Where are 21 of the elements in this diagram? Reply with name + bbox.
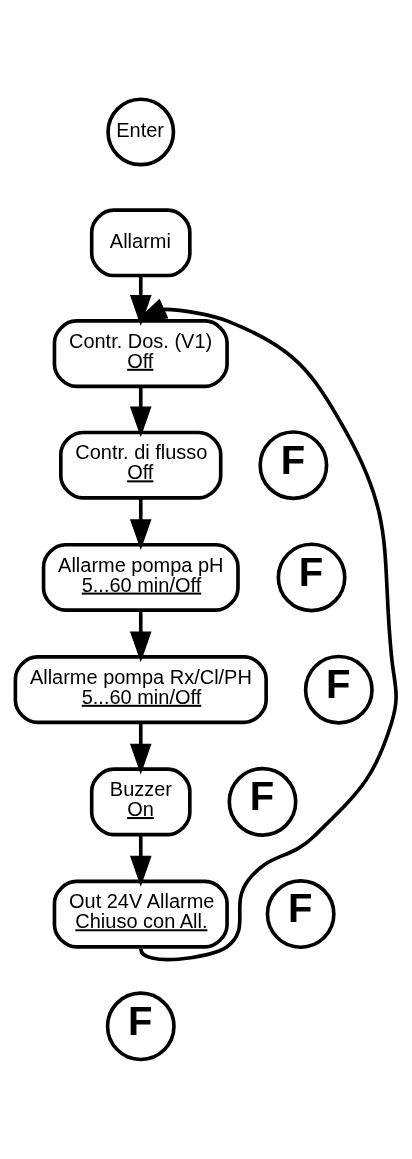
node-box: Buzzer On bbox=[89, 767, 192, 837]
node-box: Out 24V Allarme Chiuso con All. bbox=[52, 879, 229, 949]
arrow bbox=[129, 386, 152, 438]
node-circle: F bbox=[303, 654, 374, 725]
arrow bbox=[129, 722, 152, 775]
node-circle: F bbox=[227, 766, 298, 837]
arrow bbox=[129, 275, 152, 326]
node-circle: F bbox=[105, 991, 176, 1062]
node-circle: F bbox=[258, 430, 329, 501]
node-box: Contr. di flusso Off bbox=[59, 430, 223, 500]
arrow bbox=[135, 298, 398, 962]
node-box: Allarmi bbox=[89, 208, 192, 278]
arrow bbox=[129, 498, 152, 551]
arrow bbox=[129, 610, 152, 663]
node-box: Allarme pompa pH 5...60 min/Off bbox=[41, 542, 240, 612]
arrow bbox=[129, 835, 152, 887]
node-circle: F bbox=[265, 879, 336, 950]
node-circle: F bbox=[276, 542, 347, 613]
node-box: Allarme pompa Rx/Cl/PH 5...60 min/Off bbox=[13, 655, 268, 725]
node-circle: Enter bbox=[106, 97, 176, 167]
node-box: Contr. Dos. (V1) Off bbox=[52, 319, 229, 389]
